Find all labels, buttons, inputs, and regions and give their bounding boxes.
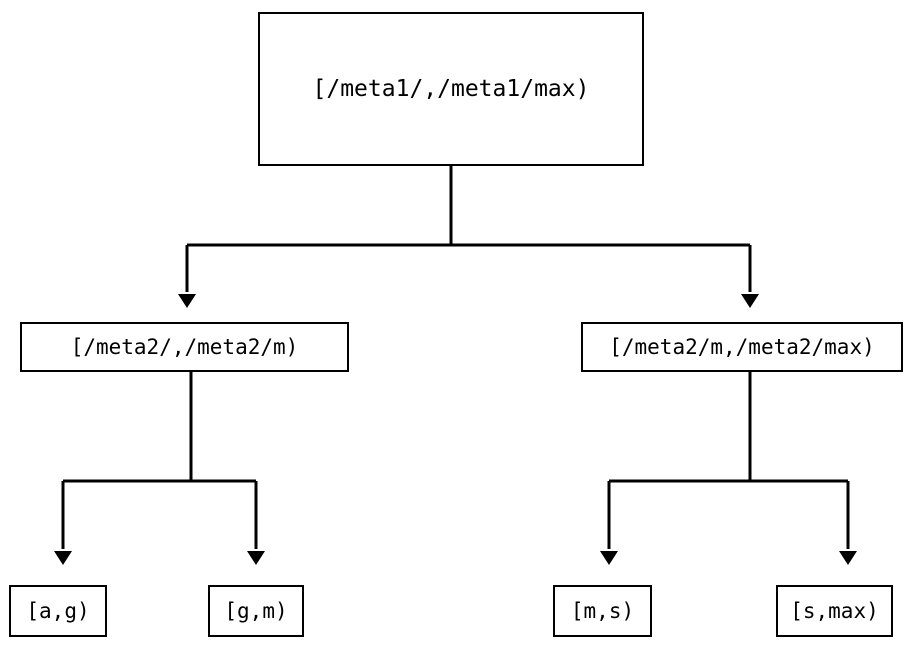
- arrowhead-icon-to-leaf-ag: [54, 551, 72, 565]
- arrowhead-icon-to-leaf-smax: [839, 551, 857, 565]
- node-leaf-a-g[interactable]: [a,g): [9, 585, 107, 637]
- node-mid-left[interactable]: [/meta2/,/meta2/m): [20, 322, 349, 372]
- node-leaf-m-s[interactable]: [m,s): [553, 585, 652, 637]
- node-leaf-g-m[interactable]: [g,m): [208, 585, 304, 637]
- node-mid-right[interactable]: [/meta2/m,/meta2/max): [581, 322, 903, 372]
- node-leaf-s-max[interactable]: [s,max): [776, 585, 893, 637]
- arrowhead-icon-to-mid-right: [741, 294, 759, 308]
- node-root[interactable]: [/meta1/,/meta1/max): [258, 12, 644, 166]
- arrowhead-icon-to-leaf-ms: [600, 551, 618, 565]
- arrowhead-icon-to-leaf-gm: [247, 551, 265, 565]
- arrowhead-icon-to-mid-left: [178, 294, 196, 308]
